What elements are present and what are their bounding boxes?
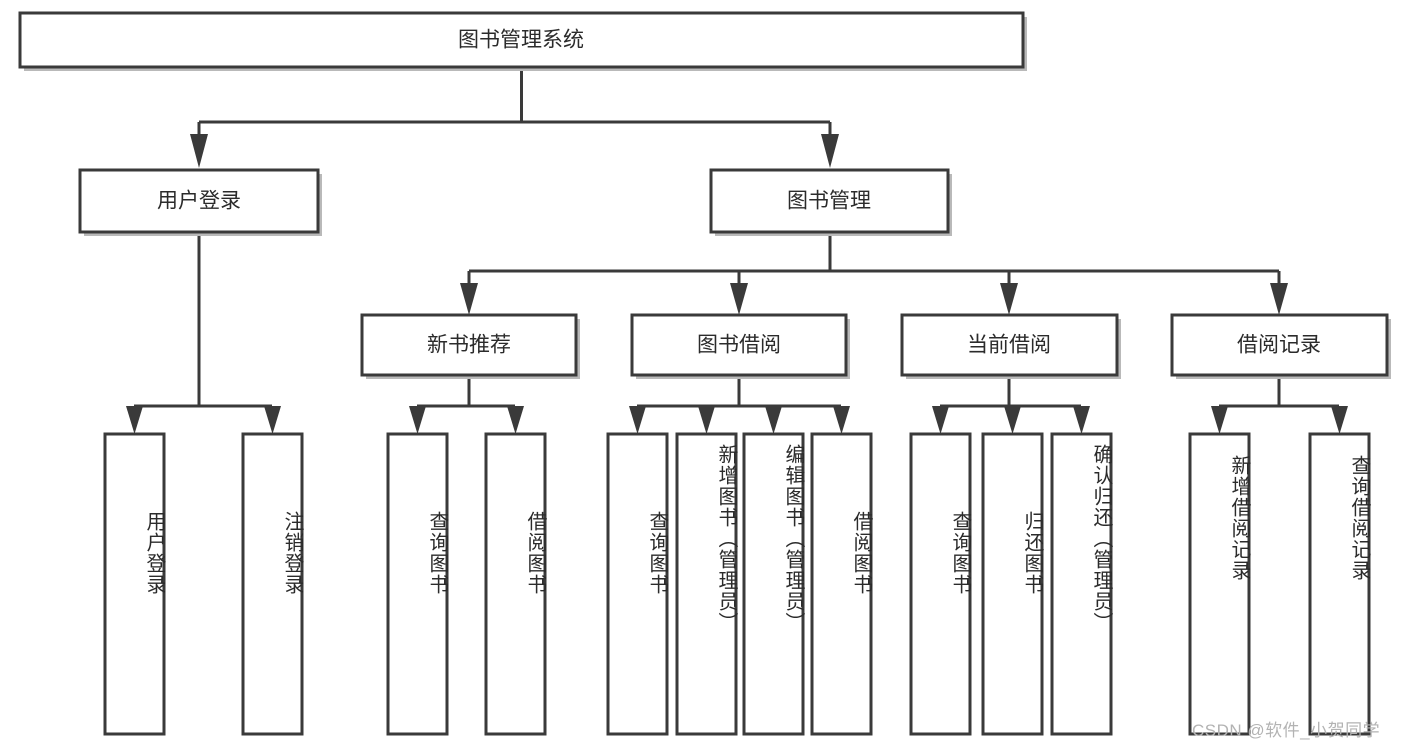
- connector-group-bookmgmt-to-level3: [460, 232, 1288, 315]
- connector-group-borrow-to-leaves: [629, 375, 850, 434]
- connector-group-record-to-leaves: [1211, 375, 1348, 434]
- node-book-management[interactable]: 图书管理: [709, 168, 952, 236]
- node-user-login[interactable]: 用户登录: [78, 168, 322, 236]
- node-label-root: 图书管理系统: [458, 29, 584, 52]
- leaf-box-return-book[interactable]: [981, 432, 1044, 736]
- arrow-head-book-mgmt: [821, 134, 839, 168]
- leaf-box-add-record[interactable]: [1188, 432, 1251, 736]
- leaf-box-borrow-book-recommend[interactable]: [484, 432, 547, 736]
- arrow-head-borrow: [730, 283, 748, 315]
- leaf-box-user-login[interactable]: [103, 432, 166, 736]
- arrow-head-record: [1270, 283, 1288, 315]
- node-new-book-recommend[interactable]: 新书推荐: [360, 313, 580, 379]
- arrow-head-leaf-query-book-1: [409, 406, 426, 434]
- leaf-box-logout[interactable]: [241, 432, 304, 736]
- node-label-user-login: 用户登录: [157, 190, 241, 213]
- arrow-head-newbook: [460, 283, 478, 315]
- csdn-watermark: CSDN @软件_小贺同学: [1192, 721, 1381, 740]
- connector-group-root-to-level2: [190, 67, 839, 168]
- connector-group-userlogin-to-leaves: [126, 232, 281, 434]
- arrow-head-leaf-query-record: [1331, 406, 1348, 434]
- arrow-head-leaf-confirm-return: [1073, 406, 1090, 434]
- arrow-head-leaf-borrow-book-1: [507, 406, 524, 434]
- leaf-box-confirm-return[interactable]: [1050, 432, 1113, 736]
- arrow-head-leaf-borrow-book-2: [833, 406, 850, 434]
- leaf-box-add-book[interactable]: [675, 432, 738, 736]
- arrow-head-leaf-edit-book: [765, 406, 782, 434]
- node-label-book-borrow: 图书借阅: [697, 334, 781, 357]
- arrow-head-user-login: [190, 134, 208, 168]
- connector-group-current-to-leaves: [932, 375, 1090, 434]
- node-book-borrow[interactable]: 图书借阅: [630, 313, 850, 379]
- arrow-head-leaf-logout: [264, 406, 281, 434]
- arrow-head-leaf-add-book: [698, 406, 715, 434]
- leaf-box-edit-book[interactable]: [742, 432, 805, 736]
- arrow-head-leaf-user-login: [126, 406, 143, 434]
- leaf-box-borrow-book[interactable]: [810, 432, 873, 736]
- leaf-box-query-book-borrow[interactable]: [606, 432, 669, 736]
- node-borrow-record[interactable]: 借阅记录: [1170, 313, 1391, 379]
- leaf-box-query-record[interactable]: [1308, 432, 1371, 736]
- leaf-box-query-book-current[interactable]: [909, 432, 972, 736]
- leaf-box-query-book-recommend[interactable]: [386, 432, 449, 736]
- node-root-system[interactable]: 图书管理系统: [18, 11, 1027, 71]
- arrow-head-leaf-add-record: [1211, 406, 1228, 434]
- node-label-book-management: 图书管理: [787, 190, 871, 213]
- node-label-borrow-record: 借阅记录: [1237, 334, 1321, 357]
- arrow-head-current: [1000, 283, 1018, 315]
- node-label-current-borrow: 当前借阅: [967, 334, 1051, 357]
- node-label-new-book-recommend: 新书推荐: [427, 334, 511, 357]
- node-current-borrow[interactable]: 当前借阅: [900, 313, 1121, 379]
- arrow-head-leaf-query-book-2: [629, 406, 646, 434]
- arrow-head-leaf-return-book: [1004, 406, 1021, 434]
- connector-group-newbook-to-leaves: [409, 375, 524, 434]
- arrow-head-leaf-query-book-3: [932, 406, 949, 434]
